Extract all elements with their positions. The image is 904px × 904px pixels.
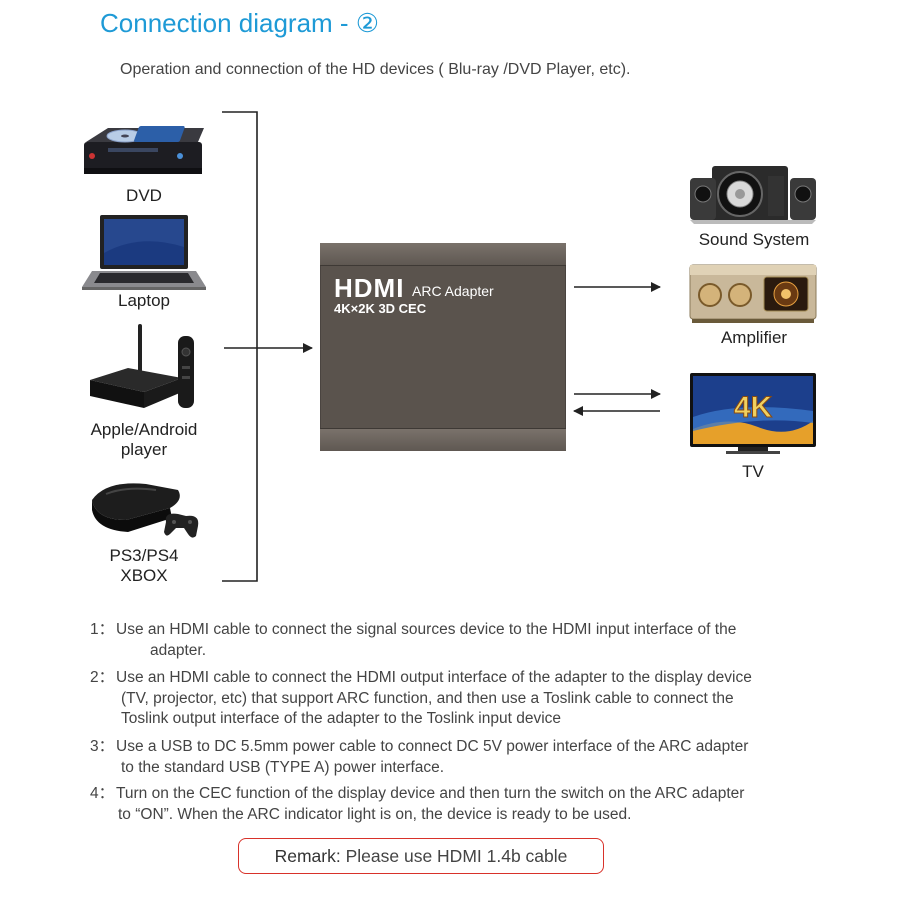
amplifier-icon: [688, 263, 818, 325]
step-3-number: 3：: [90, 738, 115, 755]
source-label-console-line1: PS3/PS4: [109, 546, 179, 565]
adapter-bottom-rail: [320, 428, 566, 451]
adapter-brand: HDMI: [334, 273, 405, 303]
page-title: Connection diagram - ②: [100, 8, 380, 38]
step-4-text: Turn on the CEC function of the display …: [116, 785, 745, 802]
output-label-amplifier: Amplifier: [720, 328, 788, 347]
hdmi-arc-adapter: HDMI ARC Adapter 4K×2K 3D CEC: [320, 243, 566, 451]
output-label-sound: Sound System: [698, 230, 810, 249]
source-label-player-line1: Apple/Android: [90, 420, 198, 439]
adapter-model: ARC Adapter: [412, 283, 494, 299]
step-4: 4：Turn on the CEC function of the displa…: [90, 784, 820, 825]
step-1: 1：Use an HDMI cable to connect the signa…: [90, 620, 820, 661]
step-3-text: Use a USB to DC 5.5mm power cable to con…: [116, 738, 749, 755]
tv-screen-text: 4K: [734, 391, 773, 424]
step-1-text: Use an HDMI cable to connect the signal …: [116, 621, 737, 638]
source-label-console: PS3/PS4 XBOX: [84, 546, 204, 586]
tv-icon: 4K: [688, 371, 818, 457]
remark-text: Please use HDMI 1.4b cable: [345, 846, 568, 866]
step-1-text-cont: adapter.: [150, 641, 207, 659]
step-2: 2：Use an HDMI cable to connect the HDMI …: [90, 668, 820, 730]
dvd-player-icon: [80, 124, 206, 184]
laptop-icon: [80, 213, 208, 291]
step-2-text-cont2: Toslink output interface of the adapter …: [121, 710, 562, 727]
remark-box: Remark: Please use HDMI 1.4b cable: [238, 838, 604, 874]
source-label-laptop: Laptop: [118, 291, 170, 310]
speaker-icon: [688, 164, 818, 226]
remark-label: Remark:: [274, 846, 341, 866]
step-4-number: 4：: [90, 785, 115, 802]
game-console-icon: [86, 478, 202, 544]
adapter-top-rail: [320, 243, 566, 266]
source-label-console-line2: XBOX: [120, 566, 168, 585]
source-label-player: Apple/Android player: [74, 420, 214, 460]
step-2-text: Use an HDMI cable to connect the HDMI ou…: [116, 669, 752, 686]
source-label-dvd: DVD: [126, 186, 162, 205]
step-2-number: 2：: [90, 669, 115, 686]
step-2-text-cont: (TV, projector, etc) that support ARC fu…: [121, 689, 734, 707]
page-subtitle: Operation and connection of the HD devic…: [120, 61, 631, 78]
output-label-tv: TV: [742, 462, 764, 481]
step-3: 3：Use a USB to DC 5.5mm power cable to c…: [90, 737, 820, 778]
adapter-spec: 4K×2K 3D CEC: [334, 301, 427, 316]
android-box-icon: [86, 322, 204, 414]
step-4-text-cont: to “ON”. When the ARC indicator light is…: [118, 805, 632, 823]
source-label-player-line2: player: [120, 440, 168, 459]
source-bracket: [222, 111, 258, 582]
step-1-number: 1：: [90, 621, 115, 638]
step-3-text-cont: to the standard USB (TYPE A) power inter…: [121, 758, 445, 776]
